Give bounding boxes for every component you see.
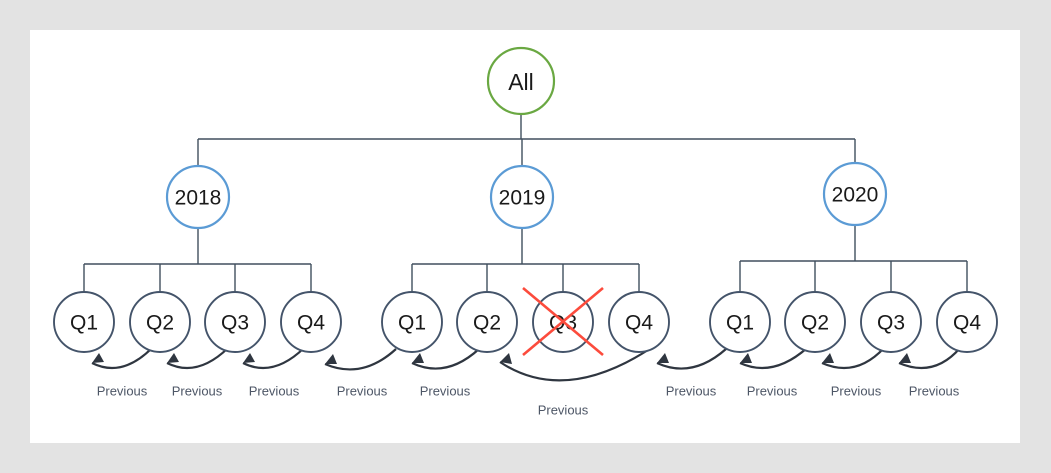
node-year-2019[interactable]: 2019 xyxy=(489,164,555,230)
arrow-curve xyxy=(166,347,229,370)
arrow-curve xyxy=(898,347,961,370)
arrow-curve xyxy=(656,348,727,370)
node-quarter-circle[interactable] xyxy=(784,291,846,353)
node-quarter-label: Q1 xyxy=(70,312,98,335)
node-quarter-label: Q4 xyxy=(625,312,653,335)
arrowhead xyxy=(412,353,424,363)
year-2018-to-quarters-connectors xyxy=(83,228,312,292)
node-year-2018[interactable]: 2018 xyxy=(165,164,231,230)
node-quarter-circle[interactable] xyxy=(53,291,115,353)
previous-arrow-2018-q2-to-q1 xyxy=(91,347,153,370)
arrow-label-previous: Previous xyxy=(747,384,798,399)
node-quarter-2018-q3[interactable]: Q3 xyxy=(204,291,266,353)
node-quarter-2018-q2[interactable]: Q2 xyxy=(129,291,191,353)
node-quarter-2018-q1[interactable]: Q1 xyxy=(53,291,115,353)
node-quarter-label: Q2 xyxy=(146,312,174,335)
arrow-label-previous: Previous xyxy=(420,384,471,399)
arrowhead xyxy=(899,353,911,363)
node-quarter-2018-q4[interactable]: Q4 xyxy=(280,291,342,353)
node-quarter-circle[interactable] xyxy=(936,291,998,353)
node-year-2019-label: 2019 xyxy=(499,187,546,210)
year-2019-to-quarters-connectors xyxy=(411,228,640,292)
arrowhead xyxy=(657,353,669,363)
cross-stroke-b xyxy=(522,287,604,356)
arrowhead xyxy=(822,353,834,363)
arrowhead xyxy=(167,353,179,363)
arrow-curve xyxy=(499,349,649,382)
arrow-curve xyxy=(411,348,480,370)
node-quarter-2019-q1[interactable]: Q1 xyxy=(381,291,443,353)
arrowhead xyxy=(500,353,512,364)
excluded-cross-icon xyxy=(522,287,604,356)
root-to-years-connectors xyxy=(197,114,856,166)
arrow-curve xyxy=(324,348,397,371)
arrow-label-previous: Previous xyxy=(666,384,717,399)
node-quarter-2019-q4[interactable]: Q4 xyxy=(608,291,670,353)
arrow-curve xyxy=(91,347,153,370)
node-quarter-label: Q3 xyxy=(221,312,249,335)
previous-arrow-2018-q3-to-q2 xyxy=(166,347,229,370)
arrow-label-previous: Previous xyxy=(538,403,589,418)
previous-arrow-2020-q4-to-q3 xyxy=(898,347,961,370)
node-year-2018-circle[interactable] xyxy=(165,164,231,230)
node-quarter-circle[interactable] xyxy=(608,291,670,353)
node-quarter-label: Q1 xyxy=(398,312,426,335)
arrow-label-previous: Previous xyxy=(249,384,300,399)
previous-arrow-labels: Previous Previous Previous Previous Prev… xyxy=(97,384,960,418)
previous-arrow-2020-q1-to-2019-q4 xyxy=(656,348,727,370)
previous-arrows-group xyxy=(91,347,961,382)
node-quarter-2020-q3[interactable]: Q3 xyxy=(860,291,922,353)
node-quarter-circle[interactable] xyxy=(709,291,771,353)
arrowhead xyxy=(92,353,104,363)
node-quarter-label: Q4 xyxy=(297,312,325,335)
arrow-label-previous: Previous xyxy=(337,384,388,399)
node-quarter-circle[interactable] xyxy=(129,291,191,353)
node-year-2018-label: 2018 xyxy=(175,187,222,210)
previous-arrow-2020-q3-to-q2 xyxy=(821,347,885,370)
node-year-2020[interactable]: 2020 xyxy=(822,161,888,227)
node-quarter-2020-q1[interactable]: Q1 xyxy=(709,291,771,353)
node-quarter-label: Q1 xyxy=(726,312,754,335)
year-2020-to-quarters-connectors xyxy=(739,225,968,292)
arrow-label-previous: Previous xyxy=(909,384,960,399)
node-quarter-circle[interactable] xyxy=(204,291,266,353)
arrow-label-previous: Previous xyxy=(97,384,148,399)
previous-arrow-2019-q4-to-q2 xyxy=(499,349,649,382)
node-quarter-label: Q2 xyxy=(801,312,829,335)
node-quarter-label: Q3 xyxy=(877,312,905,335)
node-quarter-circle[interactable] xyxy=(280,291,342,353)
arrow-curve xyxy=(821,347,885,370)
node-year-2020-label: 2020 xyxy=(832,184,879,207)
arrowhead xyxy=(740,353,752,363)
node-year-2020-circle[interactable] xyxy=(822,161,888,227)
arrow-curve xyxy=(242,347,305,370)
node-all-circle[interactable] xyxy=(486,46,556,116)
previous-arrow-2019-q1-to-2018-q4 xyxy=(324,348,397,371)
arrow-label-previous: Previous xyxy=(172,384,223,399)
node-all[interactable]: All xyxy=(486,46,556,116)
arrow-curve xyxy=(739,347,808,370)
arrow-label-previous: Previous xyxy=(831,384,882,399)
previous-arrow-2020-q2-to-q1 xyxy=(739,347,808,370)
node-all-label: All xyxy=(508,69,534,95)
arrowhead xyxy=(243,353,255,363)
node-year-2019-circle[interactable] xyxy=(489,164,555,230)
node-quarter-2019-q2[interactable]: Q2 xyxy=(456,291,518,353)
node-quarter-circle[interactable] xyxy=(381,291,443,353)
node-quarter-circle[interactable] xyxy=(860,291,922,353)
node-quarter-circle[interactable] xyxy=(456,291,518,353)
node-quarter-label: Q2 xyxy=(473,312,501,335)
previous-arrow-2018-q4-to-q3 xyxy=(242,347,305,370)
arrowhead xyxy=(325,354,337,364)
previous-arrow-2019-q2-to-q1 xyxy=(411,348,480,370)
node-quarter-2020-q2[interactable]: Q2 xyxy=(784,291,846,353)
node-quarter-label: Q4 xyxy=(953,312,981,335)
node-quarter-2020-q4[interactable]: Q4 xyxy=(936,291,998,353)
